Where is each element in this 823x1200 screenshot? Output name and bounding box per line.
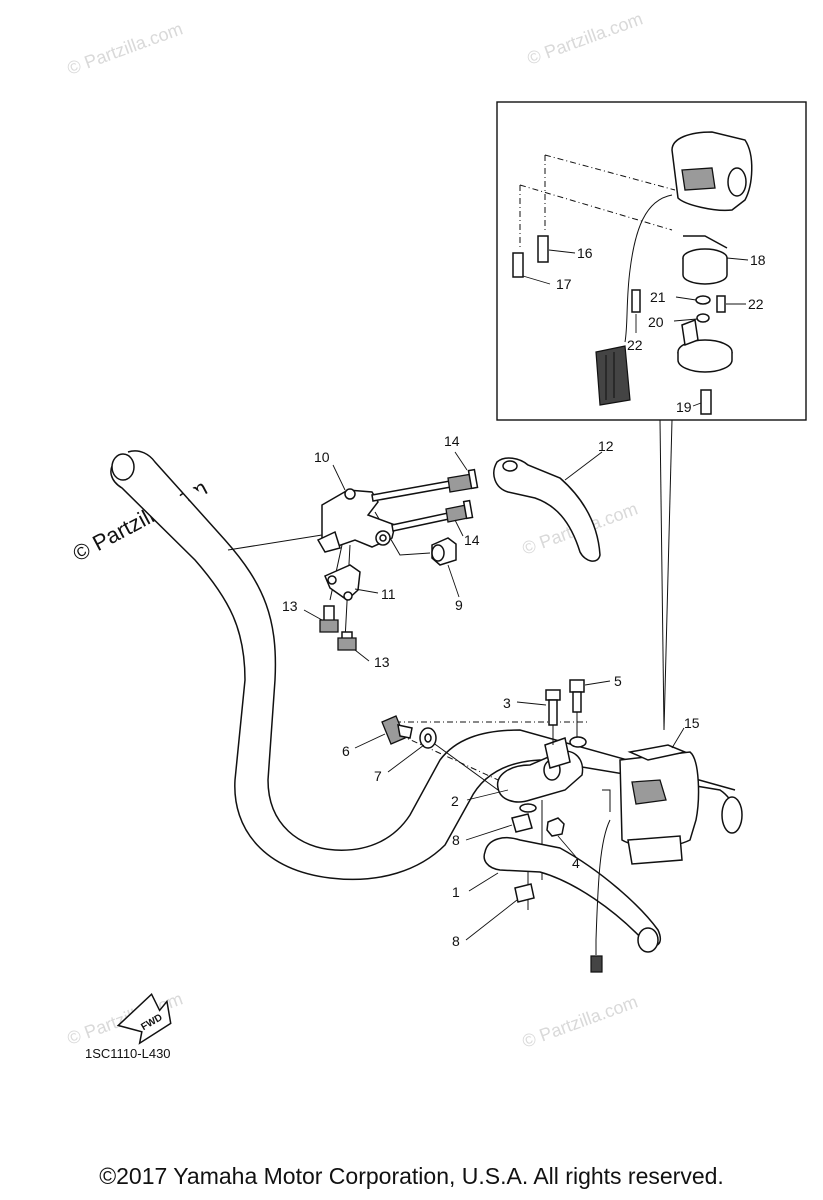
holder-bolt xyxy=(545,689,561,745)
callout-14: 14 xyxy=(464,532,480,548)
lever-washer xyxy=(514,883,535,903)
callout-19: 19 xyxy=(676,399,692,415)
parking-lever xyxy=(493,457,601,562)
adjuster-bolt xyxy=(381,715,413,745)
callout-15: 15 xyxy=(684,715,700,731)
short-screw xyxy=(391,499,474,532)
cam-detail xyxy=(677,318,733,373)
handlebar-right-end xyxy=(721,796,743,834)
callout-17: 17 xyxy=(556,276,572,292)
assembly-line xyxy=(227,534,323,551)
small-screw xyxy=(337,631,357,651)
switch-detail-box xyxy=(496,101,807,421)
callout-9: 9 xyxy=(455,597,463,613)
callout-8: 8 xyxy=(452,832,460,848)
handlebar-end xyxy=(111,453,135,481)
callout-labels: 1 2 3 4 5 6 7 8 8 9 10 11 12 13 13 14 14… xyxy=(282,245,766,949)
callout-10: 10 xyxy=(314,449,330,465)
callout-11: 11 xyxy=(381,586,396,602)
callout-20: 20 xyxy=(648,314,664,330)
inset-pointer-line xyxy=(659,419,665,731)
lever-holder xyxy=(496,737,584,803)
callout-18: 18 xyxy=(750,252,766,268)
nut xyxy=(546,817,565,837)
callout-22: 22 xyxy=(748,296,764,312)
cap xyxy=(431,537,457,566)
assembly-line xyxy=(431,741,499,791)
inset-pointer-line xyxy=(663,419,673,731)
callout-14: 14 xyxy=(444,433,460,449)
throttle-sleeve xyxy=(682,235,728,285)
watermark-text: © Partzilla.com xyxy=(520,991,641,1051)
callout-2: 2 xyxy=(451,793,459,809)
clutch-lever xyxy=(483,837,662,953)
fwd-arrow: FWD xyxy=(116,992,172,1045)
callout-5: 5 xyxy=(614,673,622,689)
connector xyxy=(595,345,631,406)
callout-21: 21 xyxy=(650,289,666,305)
holder-screw xyxy=(569,679,587,748)
lever-washer xyxy=(511,813,533,833)
callout-4: 4 xyxy=(572,855,580,871)
callout-22: 22 xyxy=(627,337,643,353)
callout-8: 8 xyxy=(452,933,460,949)
diagram-code: 1SC1110-L430 xyxy=(85,1046,171,1061)
small-screw xyxy=(319,605,339,633)
copyright-notice: ©2017 Yamaha Motor Corporation, U.S.A. A… xyxy=(99,1163,724,1189)
callout-12: 12 xyxy=(598,438,614,454)
callout-13: 13 xyxy=(282,598,298,614)
callout-6: 6 xyxy=(342,743,350,759)
switch-housing-detail xyxy=(519,131,753,250)
callout-16: 16 xyxy=(577,245,593,261)
callout-13: 13 xyxy=(374,654,390,670)
switch-wire xyxy=(624,194,673,343)
long-screw xyxy=(371,468,479,502)
handlebar-switch xyxy=(590,744,700,973)
leader-lines xyxy=(303,249,749,941)
watermark-text: © Partzilla.com xyxy=(525,8,646,68)
handlebar xyxy=(110,450,743,881)
callout-1: 1 xyxy=(452,884,460,900)
watermark-text: © Partzilla.com xyxy=(65,18,186,78)
callout-3: 3 xyxy=(503,695,511,711)
callout-7: 7 xyxy=(374,768,382,784)
